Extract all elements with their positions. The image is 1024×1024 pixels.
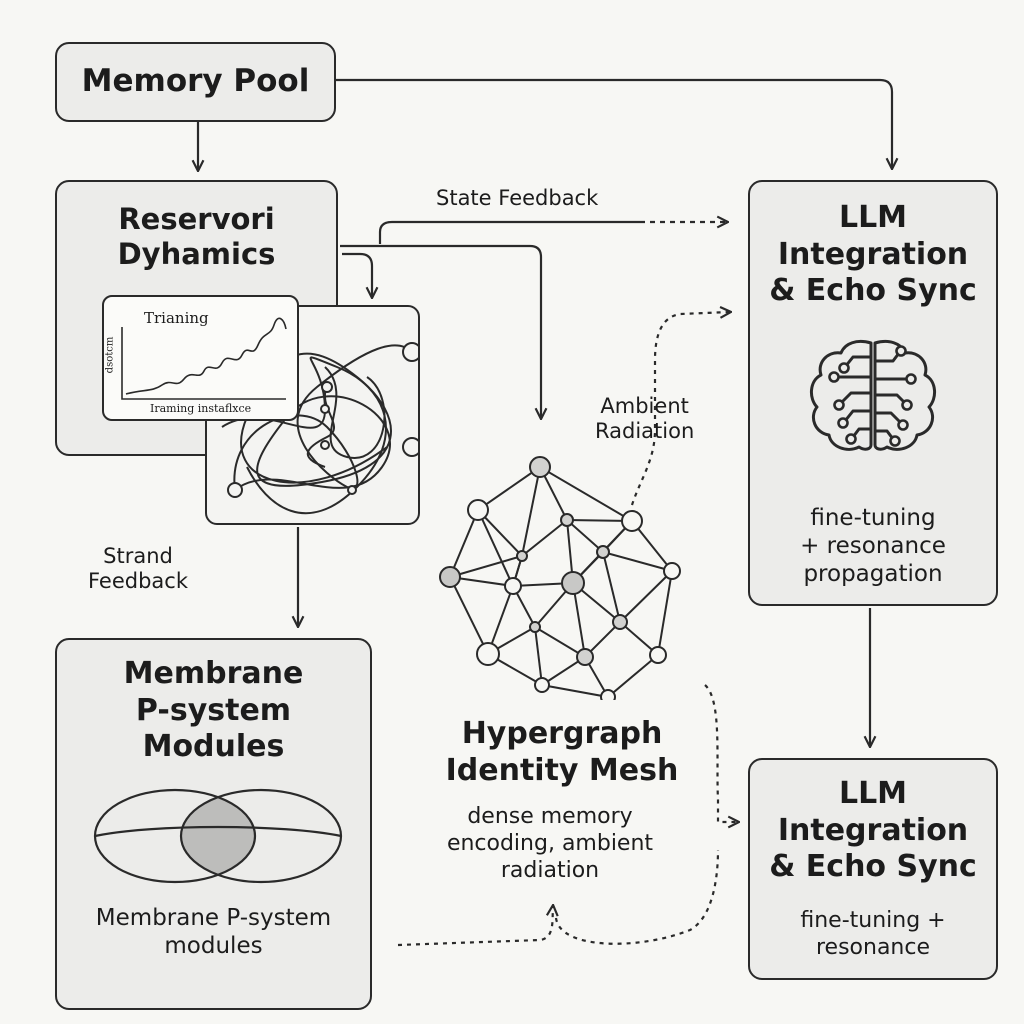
llm-integration-top-subtitle: fine-tuning + resonance propagation: [800, 505, 946, 588]
arrow-memory-to-llm: [336, 78, 892, 168]
llm-integration-top-box[interactable]: LLM Integration & Echo Sync fine-tuning …: [748, 180, 998, 606]
training-chart-xlabel: Iraming instaflxce: [150, 402, 252, 415]
llm-integration-bottom-box[interactable]: LLM Integration & Echo Sync fine-tuning …: [748, 758, 998, 980]
membrane-modules-subtitle: Membrane P-system modules: [95, 905, 332, 960]
training-chart-title: Trianing: [144, 309, 209, 327]
arrow-membrane-loop: [397, 906, 553, 947]
training-chart-panel: Trianing dsotcm Iraming instaflxce: [102, 295, 299, 421]
network-graph-icon: [439, 456, 681, 700]
arrow-state-feedback: [378, 220, 640, 244]
brain-circuit-icon: [810, 339, 936, 451]
membrane-modules-title: Membrane P-system Modules: [123, 656, 304, 765]
hypergraph-title: Hypergraph Identity Mesh: [445, 716, 679, 788]
hypergraph-subtitle: dense memory encoding, ambient radiation: [446, 804, 654, 883]
membrane-modules-box[interactable]: Membrane P-system Modules Membrane P-sys…: [55, 638, 372, 1010]
ambient-radiation-label: Ambient Radiation: [595, 394, 695, 444]
memory-pool-box[interactable]: Memory Pool: [55, 42, 336, 122]
llm-integration-top-title: LLM Integration & Echo Sync: [769, 200, 977, 309]
training-curve-icon: [121, 317, 287, 400]
llm-integration-bottom-title: LLM Integration & Echo Sync: [769, 776, 977, 885]
venn-membrane-icon: [93, 788, 343, 884]
reservoir-dynamics-title: Reservori Dyhamics: [117, 202, 276, 272]
strand-feedback-label: Strand Feedback: [88, 544, 189, 594]
state-feedback-label: State Feedback: [436, 186, 599, 210]
arrow-reservoir-to-panel: [342, 252, 372, 297]
memory-pool-title: Memory Pool: [81, 63, 310, 99]
llm-integration-bottom-subtitle: fine-tuning + resonance: [800, 908, 946, 960]
